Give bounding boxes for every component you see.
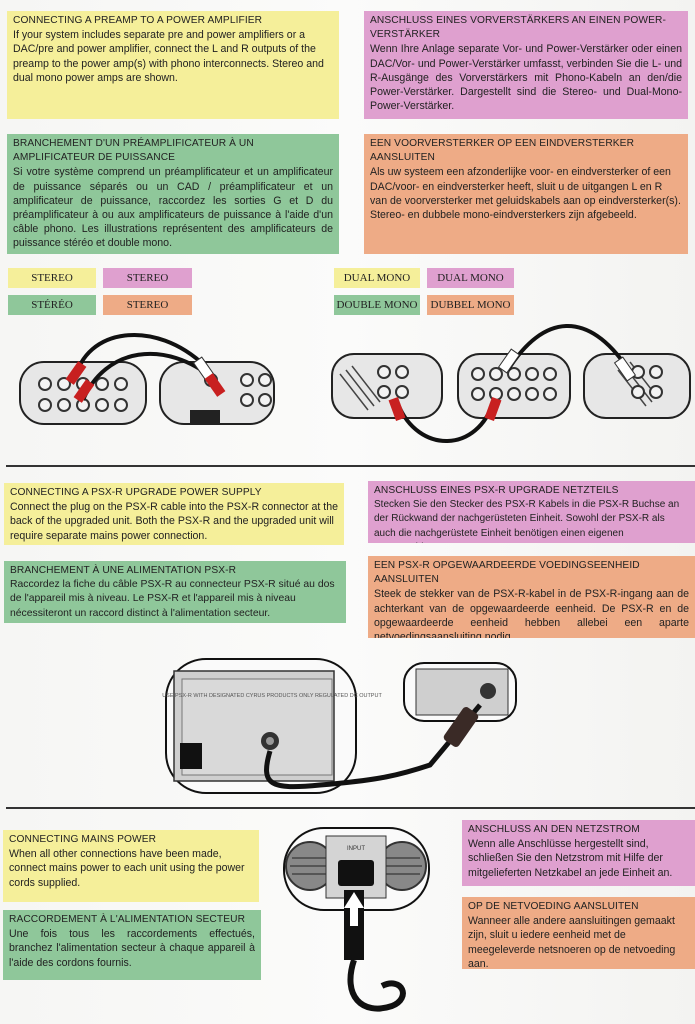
mains-en-title: CONNECTING MAINS POWER [9,834,157,845]
mains-nl-title: OP DE NETVOEDING AANSLUITEN [468,901,639,912]
tag-dual-nl: DUBBEL MONO [427,295,514,315]
psxr-de-body: Stecken Sie den Stecker des PSX-R Kabels… [374,499,680,543]
tag-stereo-en: STEREO [8,268,96,288]
psxr-panel-label: USE PSX-R WITH DESIGNATED CYRUS PRODUCTS… [162,693,382,699]
mains-fr-box: RACCORDEMENT À L'ALIMENTATION SECTEUR Un… [3,910,261,980]
psxr-connection-diagram: USE PSX-R WITH DESIGNATED CYRUS PRODUCTS… [162,658,517,794]
preamp-de-box: ANSCHLUSS EINES VORVERSTÄRKERS AN EINEN … [364,11,688,119]
preamp-en-title: CONNECTING A PREAMP TO A POWER AMPLIFIER [13,15,263,26]
mains-connection-diagram: INPUT [283,827,430,1012]
mains-de-title: ANSCHLUSS AN DEN NETZSTROM [468,824,640,835]
preamp-nl-body: Als uw systeem een afzonderlijke voor- e… [370,166,681,222]
tag-stereo-fr: STÉRÉO [8,295,96,315]
psxr-nl-body: Steek de stekker van de PSX-R-kabel in d… [374,588,689,638]
preamp-nl-box: EEN VOORVERSTERKER OP EEN EINDVERSTERKER… [364,134,688,254]
section-divider-2 [6,807,695,809]
tag-dual-en: DUAL MONO [334,268,420,288]
mains-de-box: ANSCHLUSS AN DEN NETZSTROM Wenn alle Ans… [462,820,695,886]
psxr-nl-title: EEN PSX-R OPGEWAARDEERDE VOEDINGSEENHEID… [374,560,640,586]
preamp-fr-title: BRANCHEMENT D'UN PRÉAMPLIFICATEUR À UN A… [13,138,254,164]
preamp-de-body: Wenn Ihre Anlage separate Vor- und Power… [370,43,682,113]
psxr-fr-body: Raccordez la fiche du câble PSX-R au con… [10,579,335,619]
tag-stereo-nl: STEREO [103,295,192,315]
preamp-en-box: CONNECTING A PREAMP TO A POWER AMPLIFIER… [7,11,339,119]
tag-stereo-de: STEREO [103,268,192,288]
preamp-en-body: If your system includes separate pre and… [13,29,324,84]
psxr-en-title: CONNECTING A PSX-R UPGRADE POWER SUPPLY [10,487,262,498]
mains-en-body: When all other connections have been mad… [9,848,245,889]
section-divider-1 [6,465,695,467]
psxr-en-body: Connect the plug on the PSX-R cable into… [10,501,339,542]
psxr-nl-box: EEN PSX-R OPGEWAARDEERDE VOEDINGSEENHEID… [368,556,695,638]
stereo-connection-diagram [19,332,275,425]
tag-dual-de: DUAL MONO [427,268,514,288]
arrow-up-icon [344,892,364,926]
psxr-de-title: ANSCHLUSS EINES PSX-R UPGRADE NETZTEILS [374,485,619,496]
psxr-en-box: CONNECTING A PSX-R UPGRADE POWER SUPPLY … [4,483,344,545]
mains-en-box: CONNECTING MAINS POWER When all other co… [3,830,259,902]
mains-fr-title: RACCORDEMENT À L'ALIMENTATION SECTEUR [9,914,246,925]
mains-nl-body: Wanneer alle andere aansluitingen gemaak… [468,915,676,969]
psxr-fr-box: BRANCHEMENT À UNE ALIMENTATION PSX-R Rac… [4,561,346,623]
preamp-de-title: ANSCHLUSS EINES VORVERSTÄRKERS AN EINEN … [370,15,666,41]
psxr-de-box: ANSCHLUSS EINES PSX-R UPGRADE NETZTEILS … [368,481,695,543]
preamp-nl-title: EEN VOORVERSTERKER OP EEN EINDVERSTERKER… [370,138,635,164]
psxr-fr-title: BRANCHEMENT À UNE ALIMENTATION PSX-R [10,565,237,576]
dual-mono-connection-diagram [331,324,691,443]
mains-input-label: INPUT [347,846,365,852]
tag-dual-fr: DOUBLE MONO [334,295,420,315]
preamp-fr-box: BRANCHEMENT D'UN PRÉAMPLIFICATEUR À UN A… [7,134,339,254]
preamp-fr-body: Si votre système comprend un préamplific… [13,166,333,250]
mains-de-body: Wenn alle Anschlüsse hergestellt sind, s… [468,838,673,879]
mains-fr-body: Une fois tous les raccordements effectué… [9,928,255,969]
mains-nl-box: OP DE NETVOEDING AANSLUITEN Wanneer alle… [462,897,695,969]
